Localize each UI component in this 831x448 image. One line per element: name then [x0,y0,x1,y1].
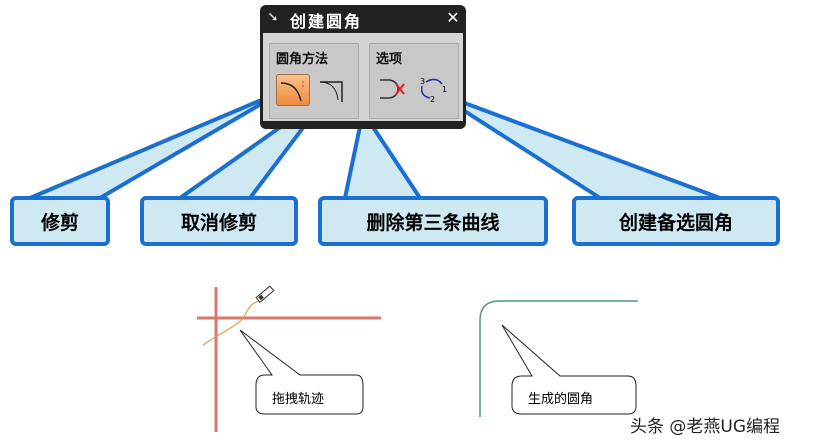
svg-text:2: 2 [430,95,435,104]
callout-delete-third-curve: 删除第三条曲线 [318,196,548,246]
pen-cursor-icon [255,285,275,304]
fillet-method-group: 圆角方法 [269,43,359,119]
note-generated-fillet: 生成的圆角 [528,392,594,407]
note-drag-trace: 拖拽轨迹 [272,392,325,407]
note-bubble-left [239,329,364,415]
callout-trim: 修剪 [10,196,110,246]
group-title: 圆角方法 [276,52,329,67]
note-bubble-right [501,324,637,415]
watermark: 头条 @老燕UG编程 [630,417,781,437]
dialog-titlebar: ➘ 创建圆角 ✕ [260,5,466,32]
svg-text:3: 3 [420,77,425,86]
callout-untrim: 取消修剪 [140,196,298,246]
dialog-title: 创建圆角 [290,12,363,31]
pin-icon[interactable]: ➘ [267,10,279,25]
fillet-curve [479,300,638,417]
drag-trace [202,299,263,346]
delete-third-curve-icon[interactable] [376,74,408,104]
trim-fillet-icon[interactable] [276,74,310,106]
close-icon[interactable]: ✕ [446,8,460,27]
svg-text:1: 1 [442,85,447,94]
pointer-alternate [433,90,722,200]
group-title: 选项 [376,52,403,67]
callout-alternate-fillet: 创建备选圆角 [572,196,780,246]
untrim-fillet-icon[interactable] [316,74,348,104]
